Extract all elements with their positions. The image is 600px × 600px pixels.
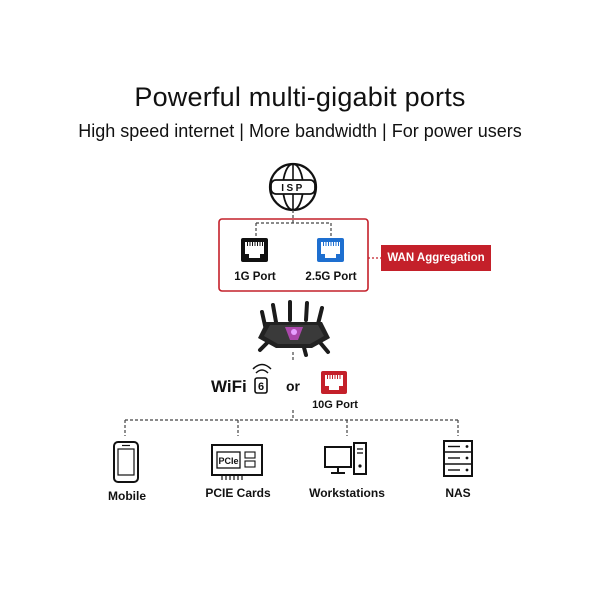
wifi-version: 6 <box>258 381 264 393</box>
port-2-5g-label: 2.5G Port <box>305 271 356 283</box>
wan-ports-box <box>218 218 369 292</box>
port-1g-label: 1G Port <box>234 271 276 283</box>
or-label: or <box>286 378 301 394</box>
device-label-mobile: Mobile <box>108 489 146 503</box>
port-1g-icon <box>241 238 268 262</box>
isp-label: ISP <box>281 183 305 194</box>
wifi6-logo-icon: WiFi 6 <box>211 363 272 396</box>
port-10g-label: 10G Port <box>312 399 358 411</box>
page-title: Powerful multi-gigabit ports <box>134 82 466 112</box>
mobile-icon <box>113 441 139 483</box>
port-10g-icon <box>321 371 347 394</box>
workstation-icon <box>324 442 367 475</box>
router-icon <box>258 300 330 357</box>
device-label-nas: NAS <box>445 486 470 500</box>
wan-aggregation-badge: WAN Aggregation <box>381 245 491 271</box>
device-label-workstations: Workstations <box>309 486 385 500</box>
isp-connector <box>255 210 332 236</box>
pcie-chip-label: PCIe <box>218 456 238 466</box>
device-connector <box>124 410 459 436</box>
port-2-5g-icon <box>317 238 344 262</box>
page-subtitle: High speed internet | More bandwidth | F… <box>78 121 522 141</box>
wifi-label: WiFi <box>211 377 247 396</box>
isp-globe-icon: ISP <box>268 162 318 212</box>
device-label-pcie: PCIE Cards <box>205 486 271 500</box>
nas-icon <box>443 440 473 477</box>
pcie-card-icon: PCIe <box>211 444 263 480</box>
